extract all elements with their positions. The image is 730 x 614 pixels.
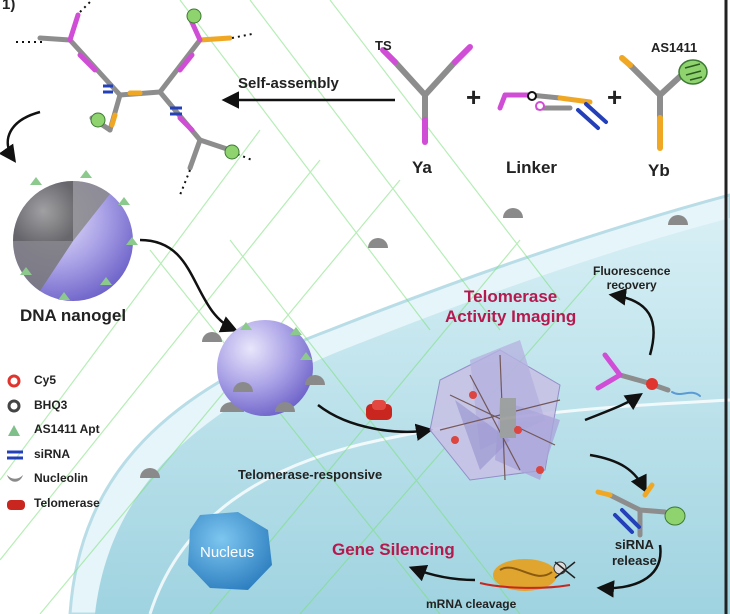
membrane-nucleolin [140, 208, 688, 478]
linker-strand [497, 92, 593, 111]
nanogel-sphere [13, 181, 133, 301]
ts-label: TS [375, 38, 392, 53]
as1411-label: AS1411 [651, 40, 698, 55]
legend: Cy5 BHQ3 AS1411 Apt siRNA Nucleolin Telo… [6, 372, 136, 519]
corner-mark: 1) [2, 0, 16, 13]
plus-sign-1: + [466, 82, 482, 112]
sirna-release-label: siRNA release [612, 537, 657, 568]
legend-item-aptamer: AS1411 Apt [6, 421, 136, 446]
legend-item-nucleolin: Nucleolin [6, 470, 136, 495]
plus-sign-2: + [607, 82, 623, 112]
linker-cy5 [535, 101, 545, 111]
telomerase-enzyme [366, 400, 392, 420]
ya-label: Ya [412, 158, 432, 177]
linker-bhq3 [527, 91, 537, 101]
sirna-icon [7, 450, 23, 459]
fragment-cluster [429, 340, 561, 481]
cell-nanogel [217, 320, 325, 416]
network-sirna [103, 84, 182, 116]
nucleolin-icon [7, 475, 23, 482]
yb-monomer [619, 55, 688, 151]
aptamer-icon [8, 425, 20, 436]
arrow-to-cell [139, 238, 239, 333]
arrow-to-release [589, 453, 647, 494]
network-dots [14, 0, 253, 196]
telomerase-icon [7, 499, 25, 510]
arrow-to-gene-silencing [596, 544, 662, 598]
legend-item-telomerase: Telomerase [6, 495, 136, 520]
arrow-up-recovery [608, 288, 655, 356]
released-strand [595, 482, 668, 538]
linker-sirna [576, 102, 608, 130]
legend-item-bhq3: BHQ3 [6, 397, 136, 422]
arrow-to-fragments [317, 404, 434, 441]
telomerase-imaging-label: Telomerase Activity Imaging [445, 287, 577, 326]
mrna-cleavage-label: mRNA cleavage [426, 597, 517, 611]
yb-aptamer [678, 59, 708, 85]
self-assembly-label: Self-assembly [238, 75, 339, 92]
dna-nanogel-label: DNA nanogel [20, 306, 127, 325]
telomerase-responsive-label: Telomerase-responsive [238, 467, 383, 482]
arrow-to-nanogel [0, 110, 41, 163]
cy5-icon [7, 374, 21, 388]
cytoplasm [95, 218, 730, 614]
gene-silencing-label: Gene Silencing [332, 540, 455, 559]
bhq3-icon [7, 399, 21, 412]
arrow-to-recovery [584, 393, 643, 422]
fluorescence-recovery-label: Fluorescence recovery [593, 264, 671, 292]
cy5-fluorescence [646, 378, 658, 390]
nanogel-aptamers [20, 170, 138, 300]
legend-item-sirna: siRNA [6, 446, 136, 471]
dna-network [37, 12, 233, 171]
network-aptamers [90, 8, 240, 160]
yb-label: Yb [648, 161, 670, 180]
arrow-mrna-to-silencing [408, 564, 476, 582]
nucleus-label: Nucleus [200, 544, 255, 561]
legend-item-cy5: Cy5 [6, 372, 136, 397]
nucleus [188, 512, 272, 590]
ya-monomer [380, 44, 473, 145]
risc-complex [479, 559, 576, 591]
linker-label: Linker [506, 158, 558, 177]
